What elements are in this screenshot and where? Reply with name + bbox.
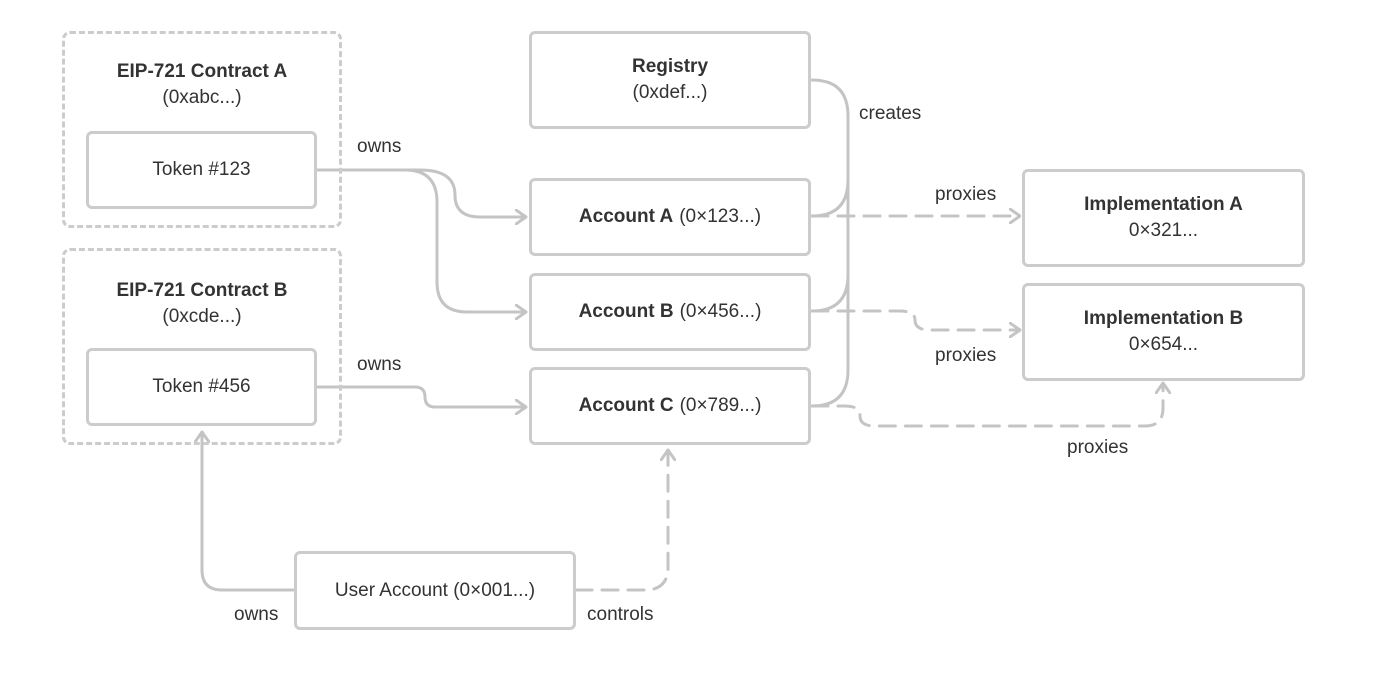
registry-node[interactable]: Registry (0xdef...)	[529, 31, 811, 129]
edge-token123-account-b	[316, 168, 528, 312]
account-c-name: Account C	[578, 395, 674, 417]
edge-account-b-impl-b	[810, 309, 1022, 330]
account-a-node[interactable]: Account A (0×123...)	[529, 178, 811, 256]
edge-token123-account-a	[316, 168, 528, 217]
edge-token456-account-c	[316, 385, 528, 407]
registry-address: (0xdef...)	[632, 82, 708, 103]
contract-a-header: EIP-721 Contract A (0xabc...)	[65, 59, 339, 110]
edge-user-account-c	[574, 448, 668, 592]
owns-label-user: owns	[234, 604, 279, 625]
token-123-label: Token #123	[152, 159, 251, 181]
account-a-address: (0×123...)	[679, 206, 762, 228]
controls-label: controls	[587, 604, 654, 625]
token-456-label: Token #456	[152, 376, 251, 398]
contract-b-address: (0xcde...)	[162, 305, 242, 327]
account-c-address: (0×789...)	[679, 395, 762, 417]
account-c-node[interactable]: Account C (0×789...)	[529, 367, 811, 445]
contract-a-group: EIP-721 Contract A (0xabc...)	[62, 31, 342, 228]
account-b-address: (0×456...)	[679, 301, 762, 323]
owns-label-b: owns	[357, 354, 402, 375]
token-456-node[interactable]: Token #456	[86, 348, 317, 426]
contract-b-header: EIP-721 Contract B (0xcde...)	[65, 278, 339, 329]
edge-user-token456	[202, 430, 295, 592]
implementation-b-name: Implementation B	[1083, 308, 1244, 330]
registry-title: Registry	[631, 56, 709, 78]
implementation-b-address: 0×654...	[1128, 334, 1199, 355]
contract-a-address: (0xabc...)	[162, 86, 242, 108]
account-a-name: Account A	[578, 206, 674, 228]
contract-a-title: EIP-721 Contract A	[116, 61, 288, 82]
implementation-b-node[interactable]: Implementation B 0×654...	[1022, 283, 1305, 381]
implementation-a-name: Implementation A	[1084, 194, 1243, 216]
implementation-a-node[interactable]: Implementation A 0×321...	[1022, 169, 1305, 267]
edge-registry-creates	[810, 78, 850, 408]
implementation-a-address: 0×321...	[1128, 220, 1199, 241]
account-b-name: Account B	[578, 301, 674, 323]
owns-label-a: owns	[357, 136, 402, 157]
edge-registry-account-b	[810, 273, 850, 313]
user-account-label: User Account (0×001...)	[334, 579, 536, 601]
edge-registry-account-a	[810, 178, 850, 218]
user-account-node[interactable]: User Account (0×001...)	[294, 551, 576, 630]
proxies-label-c: proxies	[1067, 437, 1129, 458]
proxies-label-b: proxies	[935, 345, 997, 366]
edge-account-c-impl-b	[810, 381, 1163, 428]
proxies-label-a: proxies	[935, 184, 997, 205]
token-123-node[interactable]: Token #123	[86, 131, 317, 209]
creates-label: creates	[859, 103, 922, 124]
contract-b-title: EIP-721 Contract B	[116, 280, 288, 301]
contract-b-group: EIP-721 Contract B (0xcde...)	[62, 248, 342, 445]
account-b-node[interactable]: Account B (0×456...)	[529, 273, 811, 351]
